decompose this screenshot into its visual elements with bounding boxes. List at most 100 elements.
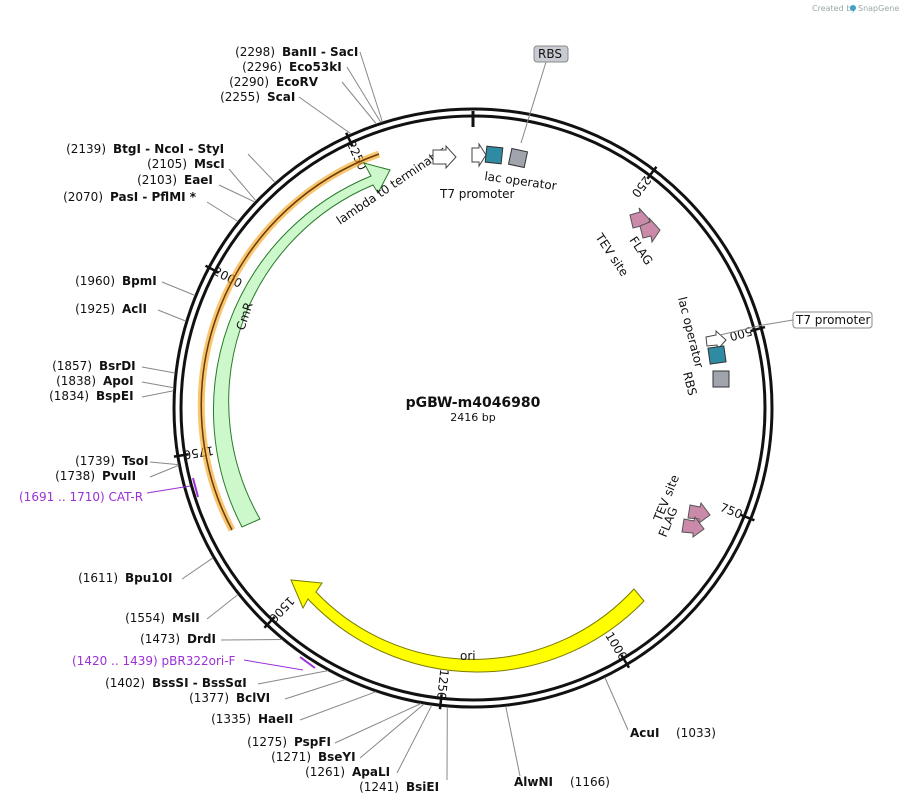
t7-promoter-right-icon[interactable] [705,329,727,351]
tick-mark [740,513,755,522]
site-pos: (2103) [137,173,177,187]
snapgene-logo-icon [850,5,856,11]
site-leader [218,184,256,203]
site-leader [206,201,239,222]
site-name[interactable]: BsiEI [406,780,439,794]
site-pos: (2070) [63,190,103,204]
site-name[interactable]: BanII - SacI [282,45,358,59]
credit-prefix: Created by [812,4,856,13]
site-leader [220,639,283,641]
site-leader [396,704,433,774]
site-pos: (1857) [52,359,92,373]
flag-icon[interactable] [639,217,661,244]
site-name[interactable]: EcoRV [276,75,319,89]
site-name[interactable]: BtgI - NcoI - StyI [113,142,224,156]
credit: Created by SnapGene [812,4,899,13]
primers: (1691 .. 1710) CAT-R (1420 .. 1439) pBR3… [19,477,316,671]
sites-right: AcuI (1033) AlwNI (1166) [514,726,716,789]
site-leader [141,381,174,389]
primer-mark [299,656,316,669]
rbs-icon[interactable] [507,147,529,169]
site-leader [505,706,521,777]
site-leader [359,703,425,759]
cmr-feature[interactable] [212,162,391,528]
plasmid-name: pGBW-m4046980 [406,395,541,411]
site-name[interactable]: BpmI [122,274,157,288]
site-pos: (1611) [78,571,118,585]
primer-mark [192,477,199,498]
rbs-right-icon[interactable] [712,370,730,388]
plasmid-length: 2416 bp [450,411,495,424]
tick-mark [204,264,220,274]
tick-label: 750 [718,500,744,522]
rbs-right-label: RBS [680,370,699,397]
lac-operator-icon[interactable] [484,145,504,165]
lac-operator-right-icon[interactable] [707,345,727,365]
site-leader [149,461,179,466]
ori-feature[interactable] [290,579,645,673]
site-pos: (1838) [56,374,96,388]
site-name[interactable]: AcuI [630,726,659,740]
site-pos: (1377) [189,691,229,705]
tick-label: 1250 [434,668,451,700]
site-name[interactable]: ApoI [103,374,134,388]
tick-mark [438,694,443,710]
site-leaders [141,51,629,781]
primer-label[interactable]: (1420 .. 1439) pBR322ori-F [72,654,236,668]
site-name[interactable]: EaeI [184,173,213,187]
t7-promoter-top-label: T7 promoter [439,187,515,201]
site-leader [341,81,377,125]
site-name[interactable]: BspEI [96,389,134,403]
site-pos: (1271) [271,750,311,764]
t7-promoter-icon[interactable] [471,142,487,168]
site-name[interactable]: BsrDI [99,359,136,373]
rbs-callout[interactable] [533,45,569,63]
site-name[interactable]: MslI [172,611,200,625]
site-name[interactable]: BssSI - BssSαI [152,676,247,690]
site-leader [228,168,257,202]
site-pos: (1834) [49,389,89,403]
flag-2-icon[interactable] [681,515,705,538]
site-name[interactable]: Bpu10I [125,571,172,585]
site-leader [247,153,276,183]
primer-label[interactable]: (1691 .. 1710) CAT-R [19,490,143,504]
site-name[interactable]: PasI - PflMI * [110,190,197,204]
tev-site-2-icon[interactable] [687,501,711,524]
site-leader [141,366,176,374]
site-name[interactable]: ScaI [267,90,295,104]
tick-mark [646,166,658,180]
primer-leader [243,659,304,671]
site-name[interactable]: PvuII [102,469,136,483]
tick-mark [750,325,766,333]
site-leader [604,677,629,731]
site-pos: (1738) [55,469,95,483]
backbone-outer [172,107,774,709]
cmr-highlight-edge [200,153,380,531]
site-name[interactable]: ApaLI [352,765,390,779]
site-name[interactable]: AclI [122,302,147,316]
site-name[interactable]: HaeII [258,712,293,726]
ori-label: ori [460,649,476,663]
site-pos: (1925) [75,302,115,316]
site-pos: (1739) [75,454,115,468]
site-pos: (1402) [105,676,145,690]
site-name[interactable]: MscI [194,157,225,171]
site-name[interactable]: BseYI [318,750,356,764]
site-leader [334,703,422,744]
site-pos: (2139) [66,142,106,156]
site-pos: (1261) [305,765,345,779]
site-name[interactable]: Eco53kI [289,60,342,74]
site-name[interactable]: DrdI [187,632,216,646]
t7-promoter-callout-label: T7 promoter [795,313,871,327]
tick-label: 500 [728,324,754,344]
terminator-icon[interactable] [432,144,457,170]
site-name[interactable]: BclVI [236,691,270,705]
site-name[interactable]: AlwNI [514,775,553,789]
site-pos: (2296) [242,60,282,74]
tick-mark [345,132,354,147]
site-name[interactable]: TsoI [122,454,148,468]
site-name[interactable]: PspFI [294,735,331,749]
site-leader [181,557,214,580]
site-leader [284,679,346,700]
